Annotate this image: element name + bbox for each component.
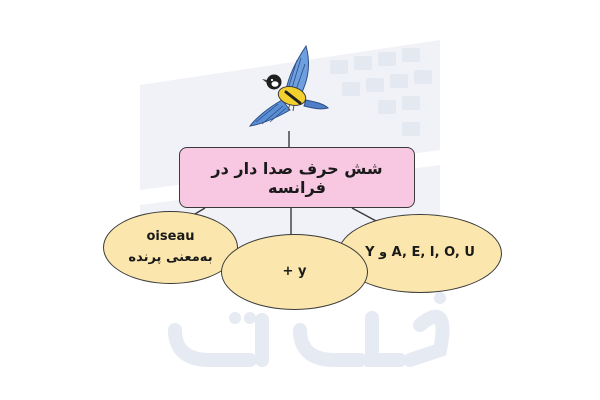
- node-oiseau-meaning: به‌معنی پرنده: [128, 249, 213, 265]
- node-vowels-text: A, E, I, O, U و Y: [365, 245, 475, 261]
- flying-bird-icon: [248, 44, 329, 127]
- node-plus-y-text: + y: [282, 263, 307, 279]
- node-plus-y: + y: [221, 234, 368, 310]
- node-oiseau-word: oiseau: [146, 229, 195, 245]
- node-oiseau: oiseau به‌معنی پرنده: [103, 211, 238, 284]
- diagram-title: شش حرف صدا دار در فرانسه: [211, 158, 383, 197]
- diagram-title-box: شش حرف صدا دار در فرانسه: [179, 147, 415, 208]
